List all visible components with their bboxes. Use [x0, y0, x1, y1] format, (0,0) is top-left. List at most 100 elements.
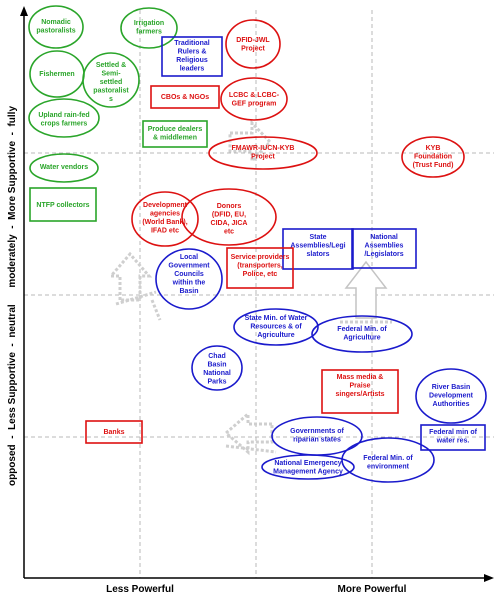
fishermen-label-line: Fishermen — [39, 71, 74, 78]
local-government-label-line: Councils — [174, 271, 204, 278]
mass-media-label-line: singers/Artists — [335, 391, 384, 398]
nema-label-line: National Emergency — [274, 460, 341, 467]
mass-media-shape — [321, 369, 399, 414]
local-government-label-line: Basin — [179, 288, 198, 295]
irrigation-farmers-label-line: Irrigation — [134, 20, 164, 27]
ntfp-collectors-label-line: NTFP collectors — [36, 202, 89, 209]
state-ministries-shape — [233, 308, 319, 346]
fishermen-label: Fishermen — [39, 71, 74, 78]
produce-dealers-label-line: Produce dealers — [148, 126, 203, 133]
banks-shape — [85, 420, 143, 444]
service-providers-shape — [226, 247, 294, 289]
mass-media-label-line: Mass media & — [337, 374, 384, 381]
federal-min-agriculture-label-line: Federal Min. of — [337, 326, 387, 333]
federal-min-agriculture-label: Federal Min. of Agriculture — [337, 326, 387, 342]
kyb-foundation-label-line: Foundation — [414, 154, 452, 161]
service-providers-label-line: (transporters, — [237, 263, 283, 270]
upland-farmers-shape — [28, 98, 100, 138]
kyb-foundation-label-line: KYB — [426, 145, 441, 152]
federal-min-agriculture-shape — [311, 315, 413, 353]
nomadic-pastoralists-label-line: pastoralists — [36, 28, 75, 35]
donors-shape — [181, 188, 277, 246]
produce-dealers-label-line: & middlemen — [153, 135, 197, 142]
nomadic-pastoralists-shape — [28, 5, 84, 49]
federal-min-water-label-line: water res. — [436, 438, 470, 445]
settled-pastoralists-shape — [82, 52, 140, 108]
local-government-shape — [155, 248, 223, 310]
federal-min-environment-label-line: Federal Min. of — [363, 455, 413, 462]
state-assemblies-label-line: slators — [307, 251, 330, 258]
dotted-arrow-right-top — [228, 119, 273, 165]
river-basin-shape — [415, 368, 487, 424]
produce-dealers-label: Produce dealers & middlemen — [148, 126, 203, 142]
state-assemblies-label-line: State — [309, 234, 326, 241]
donors-label-line: (DFID, EU, — [212, 212, 246, 219]
movement-arrows — [107, 119, 392, 456]
national-assemblies-label-line: Assemblies — [365, 243, 404, 250]
federal-min-environment-shape — [341, 437, 435, 483]
water-vendors-shape — [29, 153, 99, 183]
ntfp-collectors-label: NTFP collectors — [36, 202, 89, 209]
dfid-jwl-label-line: Project — [241, 46, 265, 53]
dotted-line-left — [115, 290, 157, 306]
state-ministries-label-line: State Min. of Water — [245, 315, 308, 322]
cbos-ngos-shape — [150, 85, 220, 109]
service-providers-label: Service providers(transporters,Police, e… — [231, 254, 290, 278]
chad-basin-parks-label-line: National — [203, 370, 231, 377]
settled-pastoralists-label-line: Semi- — [101, 71, 121, 78]
dfid-jwl-shape — [225, 19, 281, 69]
x-axis-arrowhead — [484, 574, 494, 582]
local-government-label-line: Government — [168, 263, 210, 270]
banks-label: Banks — [103, 429, 124, 436]
cbos-ngos-label: CBOs & NGOs — [161, 94, 209, 101]
national-assemblies-label-line: /Legislators — [364, 251, 403, 258]
nomadic-pastoralists-label: Nomadic pastoralists — [36, 19, 75, 35]
state-ministries-label-line: Agriculture — [257, 332, 294, 339]
traditional-rulers-label-line: leaders — [180, 66, 205, 73]
irrigation-farmers-shape — [120, 7, 178, 49]
chad-basin-parks-shape — [191, 345, 243, 391]
federal-min-water-shape — [420, 424, 486, 451]
upland-farmers-label-line: crops farmers — [41, 121, 88, 128]
development-agencies-label-line: agencies — [150, 211, 180, 218]
x-axis-label-right: More Powerful — [338, 584, 407, 595]
produce-dealers-shape — [142, 120, 208, 148]
lcbc-gef-shape — [220, 77, 288, 121]
mass-media-label-line: Praise — [349, 383, 370, 390]
settled-pastoralists-label-line: settled — [100, 79, 123, 86]
y-axis-label: opposed - Less Supportive - neutral mode… — [7, 106, 18, 486]
service-providers-label-line: Police, etc — [243, 271, 278, 278]
traditional-rulers-shape — [161, 36, 223, 77]
state-ministries-label-line: Resources & of — [250, 324, 302, 331]
river-basin-label-line: Authorities — [433, 401, 470, 408]
donors-label-line: CIDA, JICA — [211, 220, 248, 227]
lcbc-gef-label-line: LCBC & LCBC- — [229, 92, 280, 99]
nomadic-pastoralists-label-line: Nomadic — [41, 19, 71, 26]
settled-pastoralists-label-line: pastoralist — [93, 88, 129, 95]
axes: Less Powerful More Powerful opposed - Le… — [7, 6, 494, 595]
federal-min-agriculture-label-line: Agriculture — [343, 335, 380, 342]
x-axis-label-left: Less Powerful — [106, 584, 174, 595]
water-vendors-label-line: Water vendors — [40, 164, 88, 171]
dotted-line-left-2 — [150, 299, 162, 321]
chad-basin-parks-label-line: Basin — [207, 362, 226, 369]
fmawr-kyb-label-line: FMAWR-IUCN-KYB — [232, 145, 295, 152]
lcbc-gef-label-line: GEF program — [232, 101, 277, 108]
nema-shape — [261, 454, 355, 480]
solid-arrow-up-right — [344, 260, 388, 319]
dotted-line-bottom — [225, 444, 277, 454]
development-agencies-shape — [131, 191, 199, 247]
development-agencies-label-line: IFAD etc — [151, 228, 179, 235]
